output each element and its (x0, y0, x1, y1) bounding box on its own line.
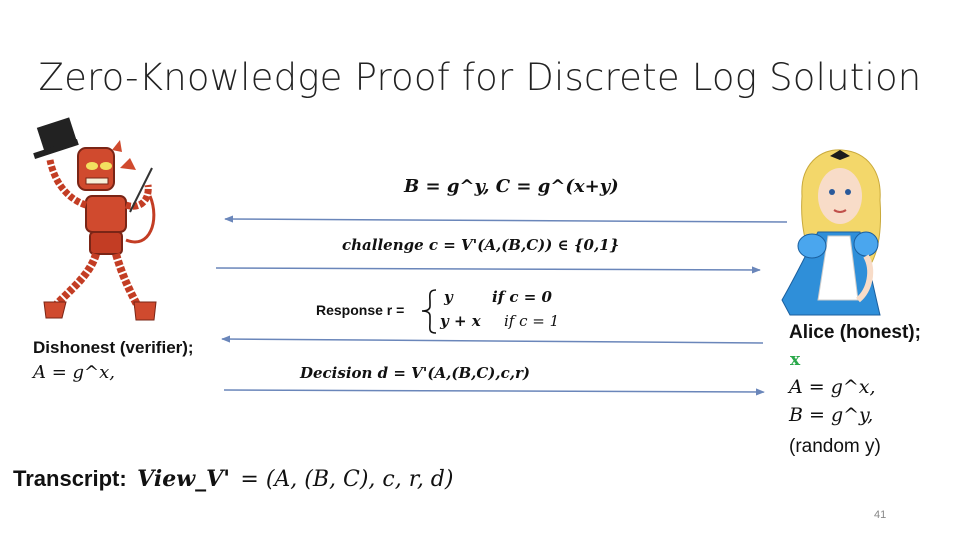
response-case2-value: y + x (440, 312, 481, 330)
prover-b-line: B = g^y, (789, 404, 873, 426)
prover-random-note: (random y) (789, 436, 881, 458)
arrow-challenge-to-prover (216, 268, 760, 270)
response-label: Response r = (316, 302, 404, 318)
verifier-label: Dishonest (verifier); (33, 338, 194, 358)
robot-verifier-illustration (33, 117, 156, 320)
prover-secret: x (790, 350, 800, 370)
decision-message: Decision d = V'(A,(B,C),c,r) (300, 364, 530, 382)
arrow-decision-to-prover (224, 390, 764, 392)
alice-prover-illustration (782, 150, 881, 315)
transcript-view: View_V' (137, 466, 230, 492)
slide-number: 41 (874, 509, 886, 521)
transcript-label: Transcript: (13, 466, 127, 491)
challenge-message: challenge c = V'(A,(B,C)) ∈ {0,1} (342, 236, 619, 254)
response-case2-condition: if c = 1 (504, 312, 559, 330)
verifier-knowledge: A = g^x, (33, 362, 115, 383)
transcript-tuple: = (A, (B, C), c, r, d) (240, 467, 453, 492)
response-case1-value: y (444, 288, 453, 306)
transcript-row: Transcript: View_V' = (A, (B, C), c, r, … (13, 466, 453, 492)
commitment-message: B = g^y, C = g^(x+y) (404, 176, 619, 197)
arrow-response-to-verifier (222, 339, 763, 343)
arrow-commitment-to-verifier (225, 219, 787, 222)
response-case1-condition: if c = 0 (492, 288, 552, 306)
prover-label: Alice (honest); (789, 322, 921, 344)
prover-a-line: A = g^x, (789, 376, 876, 398)
response-cases-brace (422, 290, 436, 333)
